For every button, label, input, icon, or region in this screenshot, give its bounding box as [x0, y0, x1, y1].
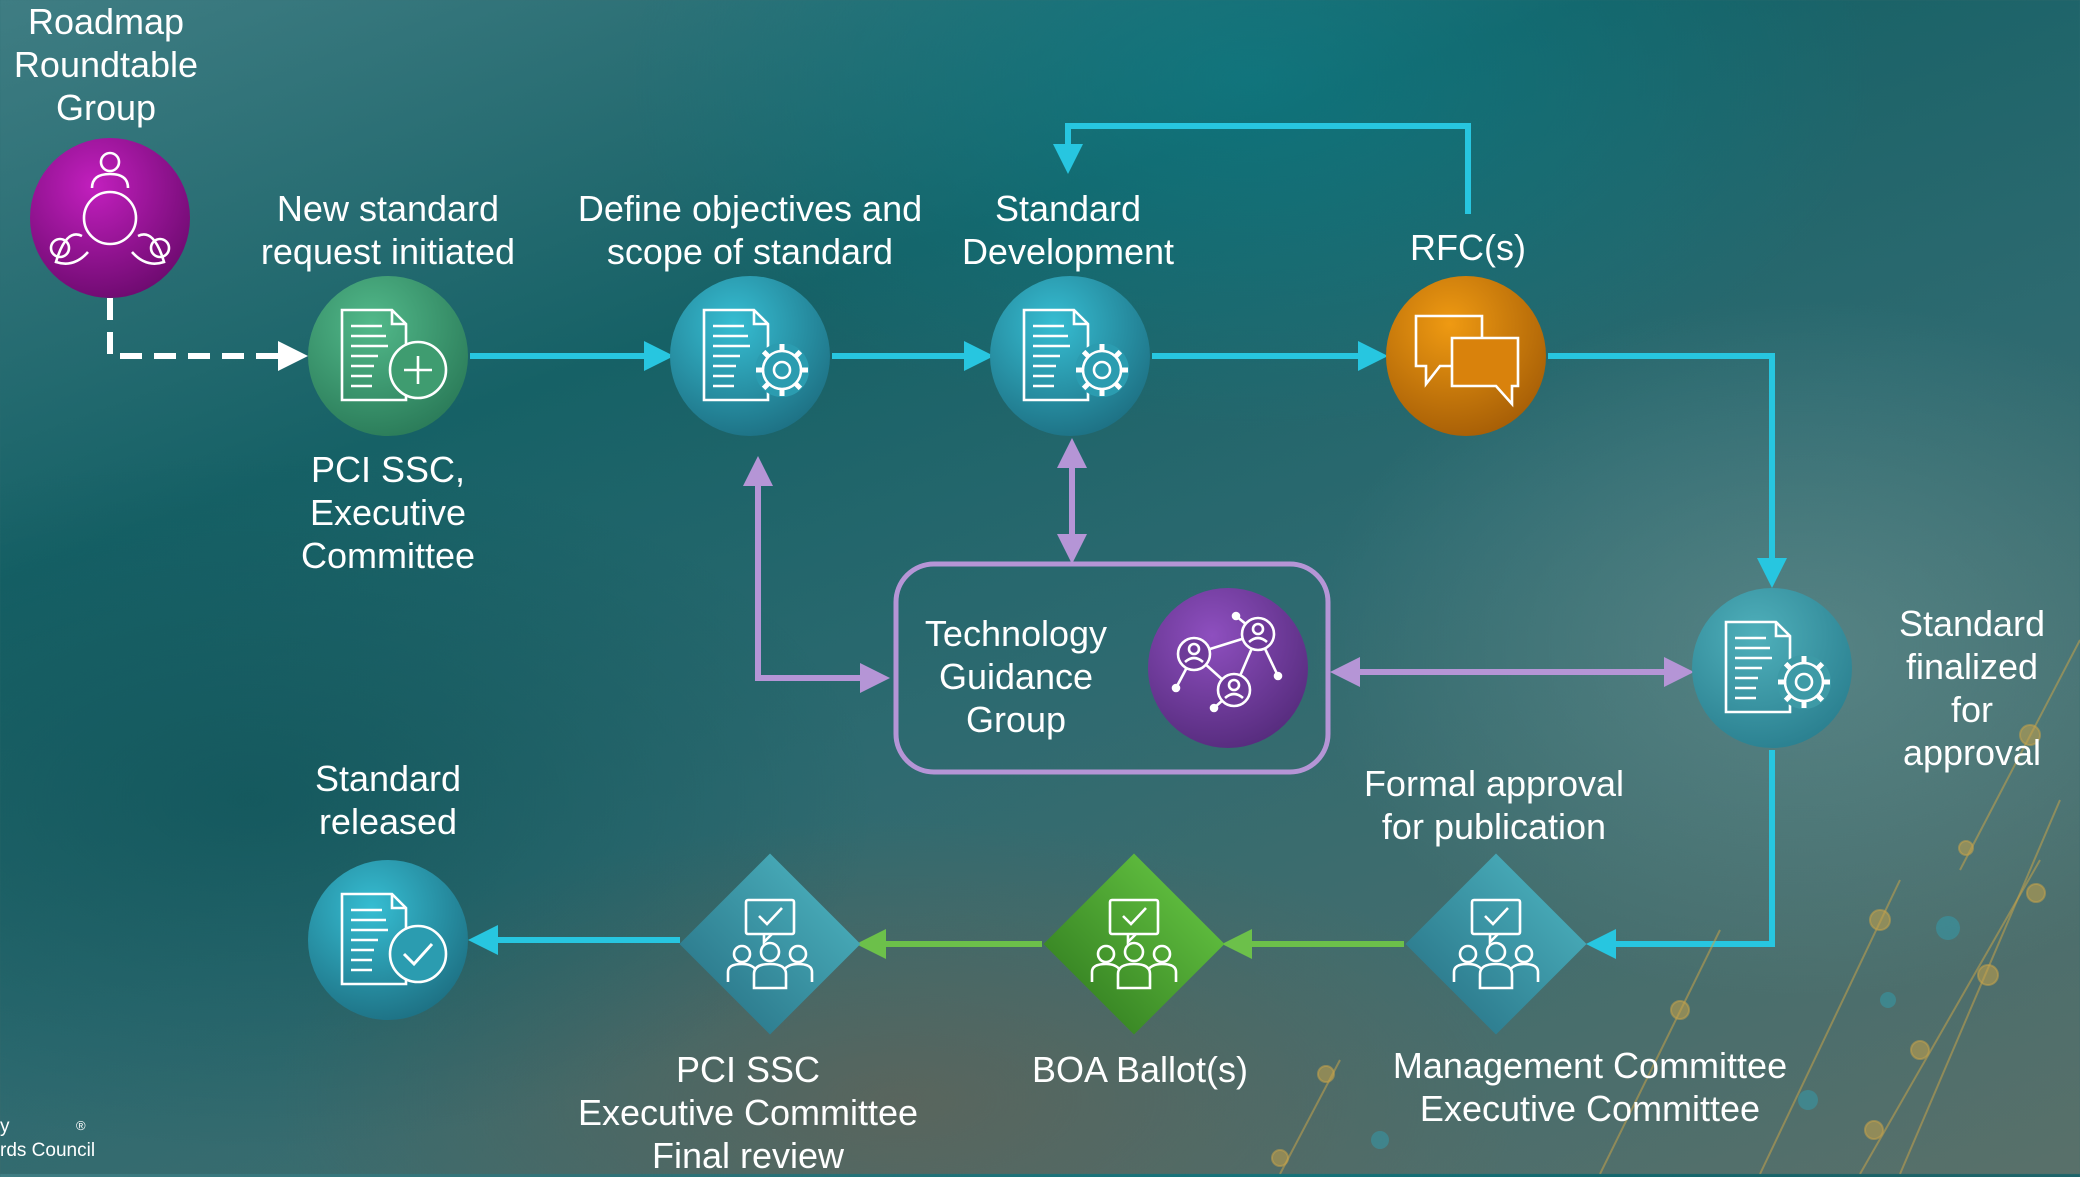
- mgmt-diamond: [1405, 853, 1587, 1035]
- document-check-icon: [340, 892, 448, 986]
- decorative-dots: [1371, 916, 1960, 1149]
- label-released: Standard released: [314, 758, 462, 842]
- label-roadmap: Roadmap Roundtable Group: [13, 1, 199, 128]
- chat-bubbles-icon: [1414, 314, 1520, 408]
- label-formal: Formal approval for publication: [1363, 763, 1625, 847]
- footer-registered-mark: ®: [76, 1118, 86, 1133]
- network-people-icon: [1171, 611, 1283, 713]
- document-gear-icon: [1724, 620, 1831, 714]
- label-rfc: RFC(s): [1410, 227, 1526, 268]
- label-tgg: Technology Guidance Group: [924, 613, 1108, 740]
- boa-diamond: [1043, 853, 1225, 1035]
- document-gear-icon: [702, 308, 809, 402]
- released-node: [308, 860, 468, 1020]
- label-mgmt: Management Committee Executive Committee: [1392, 1045, 1788, 1129]
- roadmap-dashed-arrow: [107, 298, 308, 371]
- tgg-box: [893, 561, 1331, 775]
- rfc-node: [1386, 276, 1546, 436]
- arrow-define-tgg: [743, 456, 890, 693]
- footer-logo-text: y rds Council: [0, 1116, 96, 1161]
- arrow-rfc-feedback: [1053, 123, 1471, 214]
- roundtable-people-icon: [49, 151, 171, 265]
- label-finalized: Standard finalized for approval: [1898, 603, 2046, 773]
- arrow-rfc-to-finalized: [1548, 353, 1787, 588]
- arrow-finalized-to-mgmt: [1586, 750, 1775, 959]
- tgg-node: [1148, 588, 1308, 748]
- define-node: [670, 276, 830, 436]
- label-pci-final: PCI SSC Executive Committee Final review: [577, 1049, 919, 1176]
- label-new-standard: New standard request initiated: [260, 188, 516, 272]
- label-pci-exec: PCI SSC, Executive Committee: [300, 449, 476, 576]
- decorative-lines: [1271, 639, 2080, 1174]
- label-std-dev: Standard Development: [961, 188, 1175, 272]
- new-standard-node: [308, 276, 468, 436]
- document-gear-icon: [1022, 308, 1129, 402]
- pci-final-diamond: [679, 853, 861, 1035]
- document-plus-icon: [340, 308, 448, 402]
- finalized-node: [1692, 588, 1852, 748]
- roadmap-node: [30, 138, 190, 298]
- std-dev-node: [990, 276, 1150, 436]
- label-boa: BOA Ballot(s): [1031, 1049, 1249, 1090]
- label-define: Define objectives and scope of standard: [577, 188, 923, 272]
